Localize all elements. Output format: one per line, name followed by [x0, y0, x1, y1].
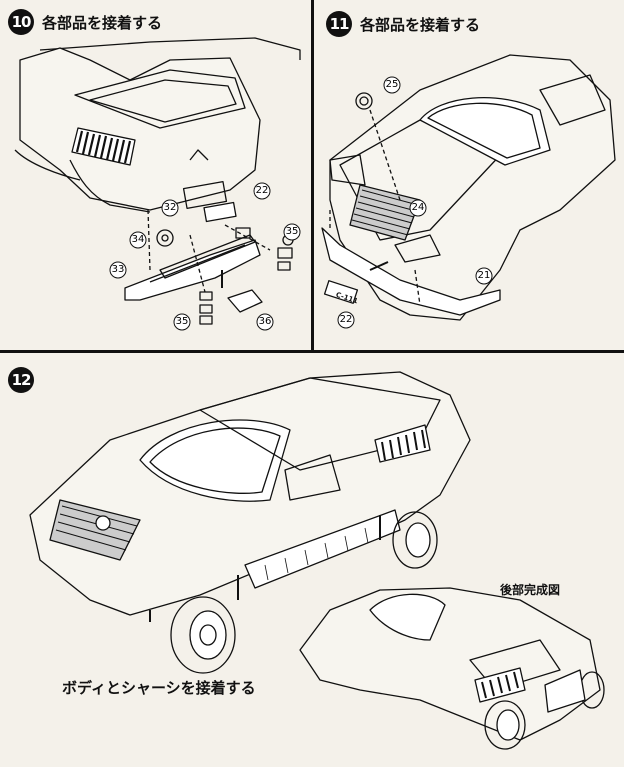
callout-35-b: 35 — [175, 316, 189, 327]
step-10-number: 10 — [8, 9, 34, 35]
callout-36: 36 — [258, 316, 272, 327]
rear-view-caption: 後部完成図 — [500, 583, 561, 597]
callout-21: 21 — [477, 270, 491, 281]
callout-34: 34 — [131, 234, 145, 245]
step-12-header: 12 — [8, 367, 34, 393]
step-11-title: 各部品を接着する — [360, 15, 481, 34]
callout-24: 24 — [411, 202, 425, 213]
callout-25: 25 — [385, 79, 399, 90]
callout-35-a: 35 — [285, 226, 299, 237]
vertical-divider — [311, 0, 314, 352]
step-11-header: 11 各部品を接着する — [326, 11, 480, 37]
body-chassis-caption: ボディとシャーシを接着する — [62, 679, 256, 697]
callout-22: 22 — [255, 185, 269, 196]
step-11-number: 11 — [326, 11, 352, 37]
step-10-header: 10 各部品を接着する — [8, 9, 162, 35]
step-12-number: 12 — [8, 367, 34, 393]
callout-22-b: 22 — [339, 314, 353, 325]
step-10-title: 各部品を接着する — [42, 13, 163, 32]
callout-33: 33 — [111, 264, 125, 275]
callout-32: 32 — [163, 202, 177, 213]
